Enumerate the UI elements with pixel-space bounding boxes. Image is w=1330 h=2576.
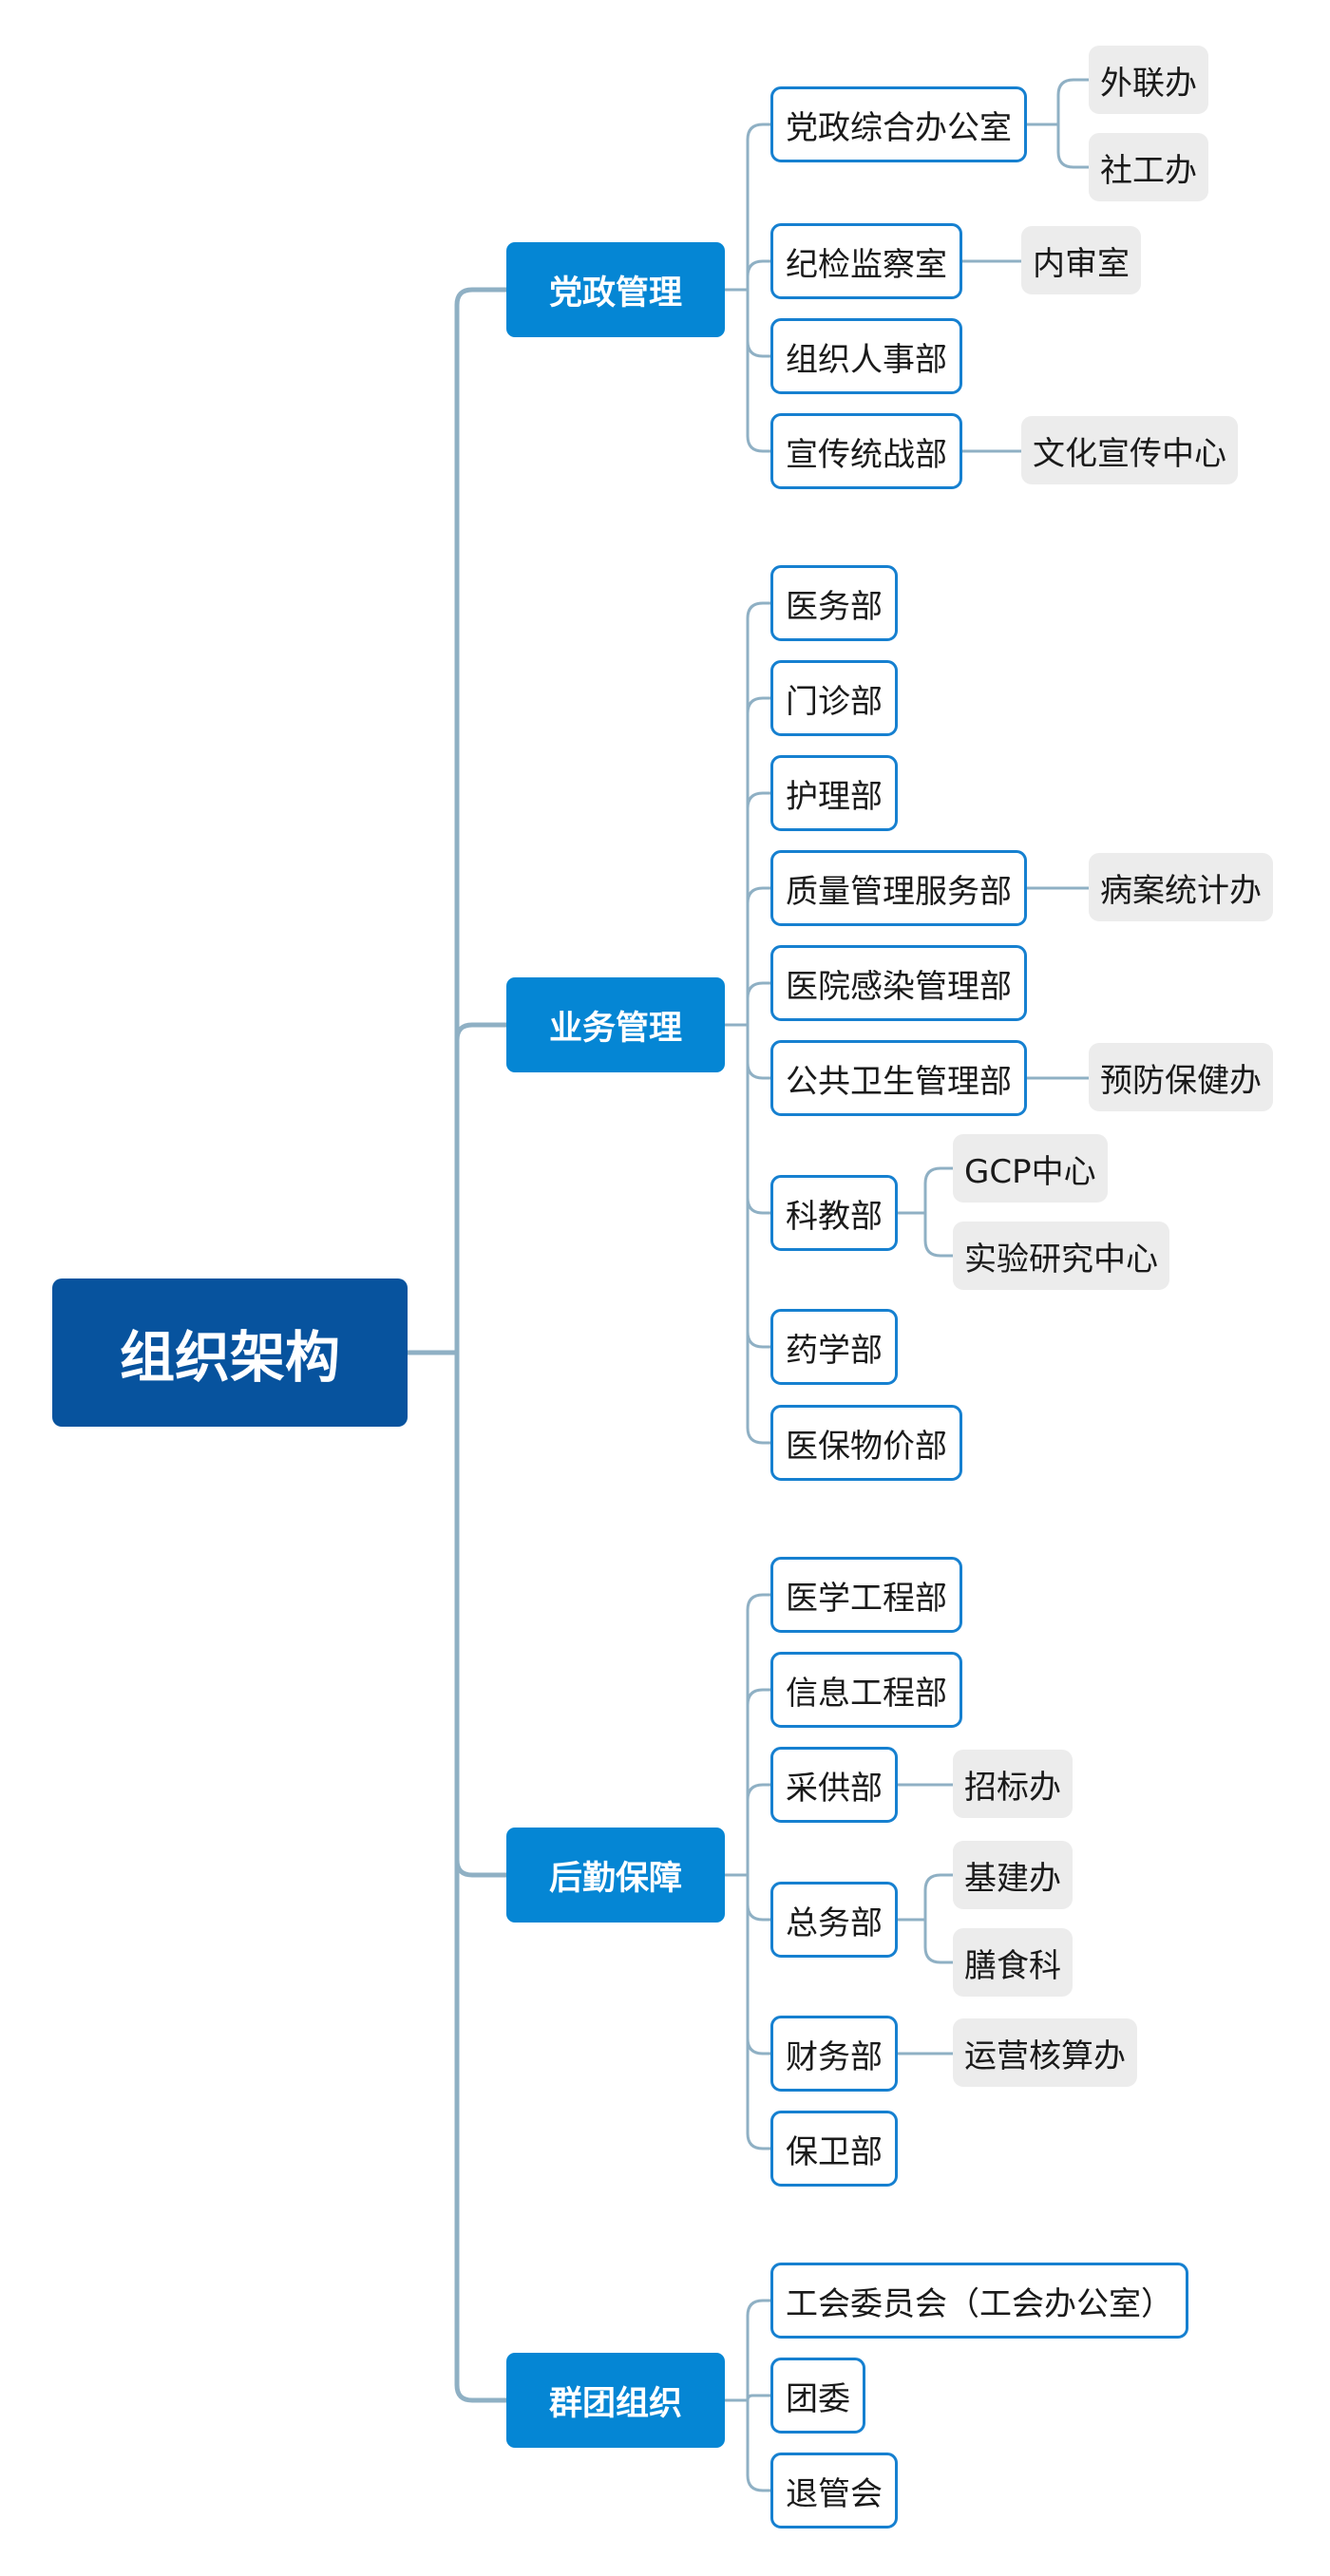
sub-node[interactable]: 预防保健办: [1089, 1043, 1273, 1111]
connector-line: [723, 123, 772, 292]
unit-node[interactable]: 科教部: [770, 1175, 898, 1251]
unit-node[interactable]: 保卫部: [770, 2111, 898, 2187]
sub-node[interactable]: 运营核算办: [953, 2018, 1137, 2087]
connector-line: [405, 1022, 509, 1355]
sub-node[interactable]: 招标办: [953, 1750, 1073, 1818]
connector-line: [1025, 78, 1091, 126]
connector-line: [723, 1783, 772, 1877]
connector-line: [1025, 123, 1091, 169]
sub-node[interactable]: 外联办: [1089, 46, 1208, 114]
unit-node[interactable]: 党政综合办公室: [770, 86, 1027, 162]
unit-node[interactable]: 医院感染管理部: [770, 945, 1027, 1021]
unit-node[interactable]: 采供部: [770, 1747, 898, 1823]
unit-node[interactable]: 团委: [770, 2358, 865, 2434]
group-node-mass-org[interactable]: 群团组织: [506, 2353, 725, 2448]
unit-node[interactable]: 宣传统战部: [770, 413, 962, 489]
group-node-party-admin[interactable]: 党政管理: [506, 242, 725, 337]
connector-line: [723, 1593, 772, 1877]
connector-line: [723, 2299, 772, 2402]
unit-node[interactable]: 护理部: [770, 755, 898, 831]
unit-node[interactable]: 工会委员会（工会办公室）: [770, 2263, 1188, 2339]
unit-node[interactable]: 医保物价部: [770, 1405, 962, 1481]
unit-node[interactable]: 药学部: [770, 1309, 898, 1385]
unit-node[interactable]: 退管会: [770, 2453, 898, 2529]
connector-line: [896, 1918, 955, 1964]
connector-line: [723, 601, 772, 1027]
connector-line: [723, 288, 772, 453]
sub-node[interactable]: GCP中心: [953, 1134, 1108, 1203]
unit-node[interactable]: 信息工程部: [770, 1652, 962, 1728]
unit-node[interactable]: 医学工程部: [770, 1557, 962, 1633]
connector-line: [405, 287, 509, 1355]
sub-node[interactable]: 膳食科: [953, 1928, 1073, 1997]
connector-line: [723, 1873, 772, 2150]
unit-node[interactable]: 组织人事部: [770, 318, 962, 394]
sub-node[interactable]: 病案统计办: [1089, 853, 1273, 921]
unit-node[interactable]: 纪检监察室: [770, 223, 962, 299]
group-node-business[interactable]: 业务管理: [506, 977, 725, 1072]
connector-line: [723, 1688, 772, 1877]
connector-line: [723, 2398, 772, 2492]
group-node-logistics[interactable]: 后勤保障: [506, 1828, 725, 1923]
connector-line: [723, 1023, 772, 1445]
unit-node[interactable]: 医务部: [770, 565, 898, 641]
sub-node[interactable]: 社工办: [1089, 133, 1208, 201]
connector-line: [723, 981, 772, 1027]
root-node[interactable]: 组织架构: [52, 1279, 408, 1427]
sub-node[interactable]: 文化宣传中心: [1021, 416, 1238, 484]
connector-line: [896, 1211, 955, 1258]
connector-line: [896, 1873, 955, 1922]
connector-line: [723, 886, 772, 1027]
unit-node[interactable]: 总务部: [770, 1882, 898, 1958]
sub-node[interactable]: 内审室: [1021, 226, 1141, 294]
unit-node[interactable]: 门诊部: [770, 660, 898, 736]
unit-node[interactable]: 财务部: [770, 2016, 898, 2092]
connector-line: [723, 696, 772, 1027]
connector-line: [896, 1166, 955, 1215]
unit-node[interactable]: 公共卫生管理部: [770, 1040, 1027, 1116]
connector-line: [405, 1350, 509, 2403]
sub-node[interactable]: 实验研究中心: [953, 1222, 1169, 1290]
unit-node[interactable]: 质量管理服务部: [770, 850, 1027, 926]
sub-node[interactable]: 基建办: [953, 1841, 1073, 1909]
connector-line: [723, 259, 772, 292]
connector-line: [723, 791, 772, 1027]
